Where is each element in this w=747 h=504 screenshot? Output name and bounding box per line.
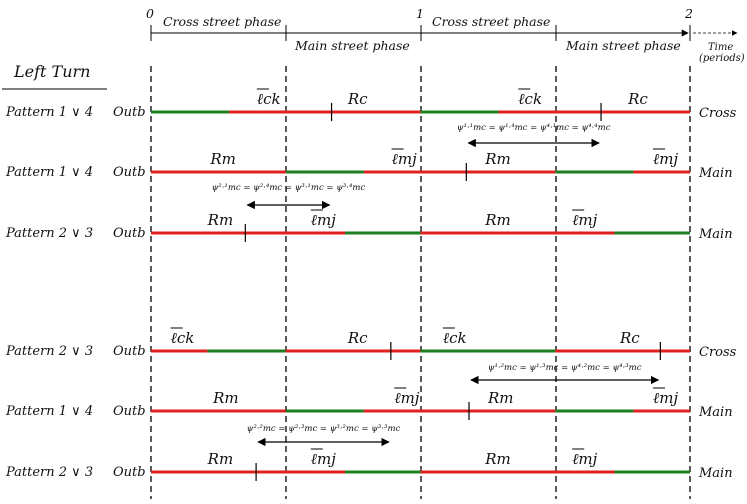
interval-label-bar: ℓmj bbox=[394, 387, 420, 407]
psi-equation: ψ¹·¹mc = ψ¹·⁴mc = ψ⁴·¹mc = ψ⁴·⁴mc bbox=[457, 123, 611, 133]
psi-arrow: ψ¹·¹mc = ψ¹·⁴mc = ψ⁴·¹mc = ψ⁴·⁴mc bbox=[457, 123, 611, 148]
pattern-label: Pattern 2 ∨ 3 bbox=[5, 226, 93, 241]
interval-label-text: ℓmj bbox=[392, 150, 417, 168]
outb-label: Outb bbox=[113, 105, 146, 120]
tick-label-2: 2 bbox=[684, 6, 693, 21]
street-label: Main bbox=[698, 466, 733, 481]
outb-label: Outb bbox=[113, 226, 146, 241]
street-label: Main bbox=[698, 405, 733, 420]
interval-label-text: Rc bbox=[347, 329, 368, 347]
section-title: Left Turn bbox=[13, 62, 90, 81]
interval-label-text: ℓmj bbox=[394, 389, 419, 407]
interval-label-bar: ℓck bbox=[170, 327, 195, 347]
interval-label-text: Rm bbox=[207, 211, 234, 229]
interval-label-bar: ℓmj bbox=[310, 448, 336, 468]
psi-arrow: ψ²·²mc = ψ²·³mc = ψ³·²mc = ψ³·³mc bbox=[247, 424, 401, 447]
interval-label-text: Rc bbox=[627, 90, 648, 108]
interval-label-text: ℓck bbox=[257, 90, 281, 108]
street-label: Cross bbox=[699, 345, 737, 360]
interval-label-text: Rm bbox=[209, 150, 236, 168]
time-unit-label: (periods) bbox=[699, 53, 745, 64]
interval-label-text: ℓck bbox=[171, 329, 195, 347]
pattern-label: Pattern 1 ∨ 4 bbox=[5, 105, 93, 120]
phase-label-main-2: Main street phase bbox=[565, 38, 681, 53]
pattern-label: Pattern 2 ∨ 3 bbox=[5, 465, 93, 480]
interval-label-text: ℓmj bbox=[311, 450, 336, 468]
outb-label: Outb bbox=[113, 344, 146, 359]
interval-label-text: ℓck bbox=[443, 329, 467, 347]
psi-equation: ψ¹·²mc = ψ¹·³mc = ψ⁴·²mc = ψ⁴·³mc bbox=[488, 363, 642, 373]
interval-label-bar: ℓmj bbox=[653, 387, 679, 407]
street-label: Cross bbox=[699, 106, 737, 121]
interval-label-bar: ℓck bbox=[518, 88, 542, 108]
interval-label-text: ℓmj bbox=[311, 211, 336, 229]
phase-label-cross-1: Cross street phase bbox=[163, 14, 281, 29]
pattern-label: Pattern 2 ∨ 3 bbox=[5, 344, 93, 359]
street-label: Main bbox=[698, 166, 733, 181]
interval-label-text: Rm bbox=[484, 150, 511, 168]
interval-label-text: Rm bbox=[484, 211, 511, 229]
section-header: Left Turn bbox=[2, 62, 107, 90]
interval-label-bar: ℓmj bbox=[572, 209, 598, 229]
psi-arrow: ψ²·¹mc = ψ²·⁴mc = ψ³·¹mc = ψ³·⁴mc bbox=[212, 183, 366, 210]
interval-label-bar: ℓck bbox=[256, 88, 281, 108]
tick-label-0: 0 bbox=[146, 6, 154, 21]
top-row-1: Pattern 1 ∨ 4 Outb Main Rm ℓmj Rm ℓmj bbox=[5, 148, 733, 181]
interval-label-text: Rm bbox=[207, 450, 234, 468]
bottom-row-0: Pattern 2 ∨ 3 Outb Cross ℓck Rc ℓck Rc bbox=[5, 327, 737, 360]
timeline: 0 1 2 Cross street phase Main street pha… bbox=[146, 6, 745, 64]
interval-label-text: ℓmj bbox=[572, 450, 597, 468]
pattern-label: Pattern 1 ∨ 4 bbox=[5, 165, 93, 180]
interval-label-text: Rc bbox=[619, 329, 640, 347]
psi-annotations: ψ¹·¹mc = ψ¹·⁴mc = ψ⁴·¹mc = ψ⁴·⁴mc ψ²·¹mc … bbox=[212, 123, 660, 447]
pattern-label: Pattern 1 ∨ 4 bbox=[5, 404, 93, 419]
interval-label-text: ℓck bbox=[518, 90, 542, 108]
interval-label-text: Rc bbox=[347, 90, 368, 108]
interval-label-bar: ℓmj bbox=[310, 209, 336, 229]
phase-label-cross-2: Cross street phase bbox=[432, 14, 550, 29]
bottom-row-1: Pattern 1 ∨ 4 Outb Main Rm ℓmj Rm ℓmj bbox=[5, 387, 733, 420]
top-row-2: Pattern 2 ∨ 3 Outb Main Rm ℓmj Rm ℓmj bbox=[5, 209, 733, 242]
phase-boundaries bbox=[150, 66, 691, 499]
time-label: Time bbox=[708, 42, 733, 53]
interval-label-bar: ℓmj bbox=[572, 448, 598, 468]
interval-label-bar: ℓmj bbox=[391, 148, 417, 168]
psi-equation: ψ²·¹mc = ψ²·⁴mc = ψ³·¹mc = ψ³·⁴mc bbox=[212, 183, 366, 193]
tick-label-1: 1 bbox=[416, 6, 424, 21]
interval-label-text: Rm bbox=[212, 389, 239, 407]
interval-label-bar: ℓck bbox=[442, 327, 467, 347]
interval-label-text: ℓmj bbox=[653, 389, 678, 407]
interval-label-text: Rm bbox=[487, 389, 514, 407]
phase-label-main-1: Main street phase bbox=[294, 38, 410, 53]
interval-label-bar: ℓmj bbox=[653, 148, 679, 168]
bottom-row-2: Pattern 2 ∨ 3 Outb Main Rm ℓmj Rm ℓmj bbox=[5, 448, 733, 481]
outb-label: Outb bbox=[113, 465, 146, 480]
street-label: Main bbox=[698, 227, 733, 242]
psi-equation: ψ²·²mc = ψ²·³mc = ψ³·²mc = ψ³·³mc bbox=[247, 424, 401, 434]
interval-label-text: ℓmj bbox=[572, 211, 597, 229]
psi-arrow: ψ¹·²mc = ψ¹·³mc = ψ⁴·²mc = ψ⁴·³mc bbox=[470, 363, 660, 385]
interval-label-text: Rm bbox=[484, 450, 511, 468]
interval-label-text: ℓmj bbox=[653, 150, 678, 168]
outb-label: Outb bbox=[113, 404, 146, 419]
outb-label: Outb bbox=[113, 165, 146, 180]
top-row-0: Pattern 1 ∨ 4 Outb Cross ℓck Rc ℓck Rc bbox=[5, 88, 737, 121]
